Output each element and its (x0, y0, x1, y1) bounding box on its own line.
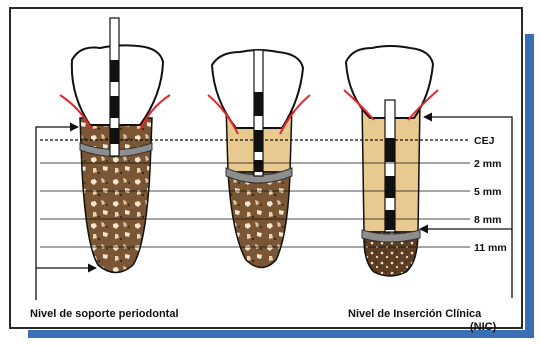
probe-mark-right-1 (385, 138, 395, 162)
caption-periodontal-support: Nivel de soporte periodontal (30, 308, 179, 320)
tooth-left (60, 18, 170, 273)
probe-mark-right-3 (385, 210, 395, 230)
label-5mm: 5 mm (474, 186, 501, 198)
label-11mm: 11 mm (474, 242, 507, 254)
probe-mark-middle-1 (254, 92, 263, 116)
label-2mm: 2 mm (474, 158, 501, 170)
probe-mark-left-1 (110, 60, 119, 82)
probe-mark-left-2 (110, 96, 119, 118)
tooth-middle (208, 50, 310, 268)
label-8mm: 8 mm (474, 214, 501, 226)
probe-mark-left-3 (110, 128, 119, 144)
probe-mark-right-2 (385, 176, 395, 198)
probe-mark-middle-3 (254, 160, 263, 172)
caption-clinical-attachment: Nivel de Inserción Clínica (348, 308, 482, 320)
caption-clinical-attachment-abbr: (NIC) (470, 321, 497, 333)
tooth-right (344, 46, 438, 276)
left-bracket (36, 127, 78, 300)
label-cej: CEJ (474, 135, 495, 147)
root-middle-lower (228, 172, 290, 268)
right-bracket (424, 117, 512, 298)
probe-mark-middle-2 (254, 130, 263, 152)
